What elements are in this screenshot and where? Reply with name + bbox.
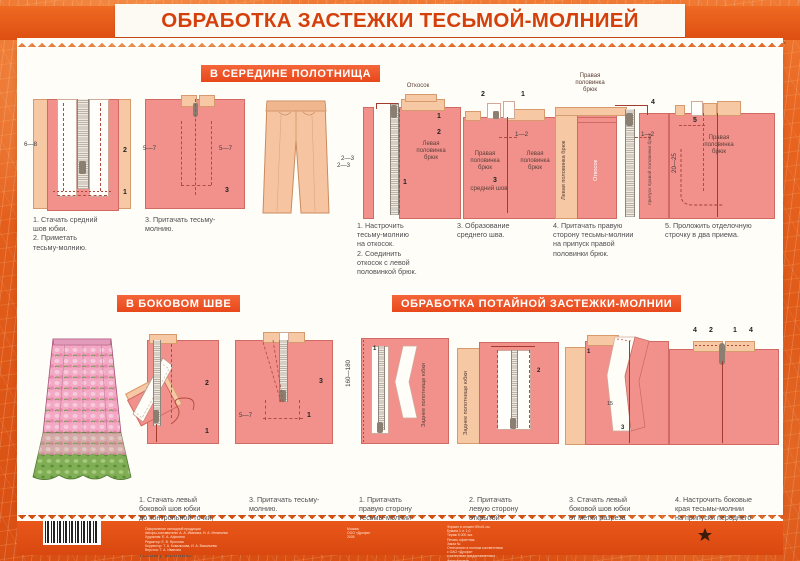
callout-2: 2 — [437, 129, 441, 136]
colophon-credits: Оформление наглядной продукции Авторы-со… — [145, 527, 228, 553]
callout-1: 1 — [437, 113, 441, 120]
callout-2: 2 — [205, 380, 209, 387]
dimension-1-2: 1—2 — [515, 131, 529, 138]
label-left-trouser-half: Левая половинка брюк — [416, 141, 446, 161]
trousers-illustration — [262, 100, 330, 214]
colophon-print-info: Формат в сложен 59х41 см. Бумага 1 л. 1,… — [447, 525, 503, 561]
colophon-bar: Оформление наглядной продукции Авторы-со… — [17, 519, 783, 561]
label-left-trouser-half: Левая половинка брюк — [561, 140, 567, 200]
section-header-side-seam: В БОКОВОМ ШВЕ — [117, 295, 241, 312]
label-back-skirt-panel: Заднее полотнище юбки — [421, 363, 427, 427]
callout-1: 1 — [587, 349, 591, 355]
figure-side-1: 2 1 — [125, 332, 219, 444]
callout-3: 3 — [319, 378, 323, 385]
callout-3: 3 — [225, 187, 229, 194]
callout-4-right: 4 — [749, 327, 753, 334]
dimension-5-7-left: 5—7 — [143, 145, 157, 152]
dimension-2-3: 2—3 — [341, 155, 355, 162]
callout-4: 4 — [651, 99, 655, 106]
label-back-skirt-panel: Заднее полотнище юбки — [463, 371, 469, 435]
section-header-middle-panel: В СЕРЕДИНЕ ПОЛОТНИЩА — [201, 65, 381, 82]
callout-2: 2 — [537, 368, 541, 374]
dimension-20-25: 20—25 — [671, 153, 678, 173]
label-otkosok: Откосок — [406, 83, 430, 89]
topstitch-curve — [680, 149, 723, 206]
callout-5: 5 — [693, 117, 697, 124]
section-header-hidden-zip: ОБРАБОТКА ПОТАЙНОЙ ЗАСТЕЖКИ-МОЛНИИ — [392, 295, 682, 312]
caption-middle-5: 3. Образование среднего шва. — [457, 221, 510, 240]
sheet-zigzag-bottom — [17, 515, 783, 524]
callout-1: 1 — [521, 91, 525, 98]
callout-2: 2 — [481, 91, 485, 98]
caption-middle-2: 3. Притачать тесьму- молнию. — [145, 215, 216, 234]
callout-1: 1 — [307, 412, 311, 419]
content-sheet: В СЕРЕДИНЕ ПОЛОТНИЩА 6—8 2 1 1. Стачать … — [17, 38, 783, 559]
dimension-6-8: 6—8 — [24, 141, 38, 148]
dimension-5-7: 5—7 — [239, 412, 253, 419]
label-otkosok: Откосок — [593, 160, 599, 182]
dimension-15: 15 — [607, 401, 613, 407]
callout-3: 3 — [621, 425, 625, 431]
caption-middle-6: 4. Притачать правую сторону тесьмы-молни… — [553, 221, 634, 258]
label-left-trouser-half: Левая половинка брюк — [520, 151, 550, 171]
callout-1: 1 — [733, 327, 737, 334]
figure-side-2: 5—7 1 3 — [235, 332, 333, 444]
fold-lines — [262, 340, 284, 403]
caption-middle-1: 1. Стачать средний шов юбки. 2. Приметат… — [33, 215, 98, 252]
figure-middle-7: Правая половинка брюк 20—25 5 — [669, 87, 775, 219]
callout-1: 1 — [373, 346, 377, 352]
caption-middle-7: 5. Проложить отделочную строчку в два пр… — [665, 221, 752, 240]
callout-3: 3 — [493, 177, 497, 184]
colophon-publisher: Москва ООО «Дрофа» 2005 — [347, 527, 371, 540]
dimension-1-2: 1—2 — [641, 131, 655, 138]
caption-side-2: 3. Притачать тесьму- молнию. — [249, 495, 320, 514]
label-right-half-allowance: припуск правой половинки брюк — [648, 133, 653, 205]
figure-middle-1: 6—8 2 1 — [24, 99, 131, 211]
skirt-illustration — [32, 338, 132, 480]
zipper-tape-curve — [394, 345, 418, 419]
figure-hidden-4: 4 2 1 4 — [669, 327, 779, 445]
caption-middle-4: 1. Настрочить тесьму-молнию на откосок. … — [357, 221, 417, 277]
figure-trousers — [257, 95, 335, 217]
figure-middle-6: Левая половинка брюк Откосок припуск пра… — [555, 73, 669, 219]
figure-hidden-3: 15 1 3 — [565, 329, 669, 445]
callout-1: 1 — [123, 189, 127, 196]
label-right-trouser-half: Правая половинка брюк — [704, 135, 734, 155]
callout-1-lower: 1 — [403, 179, 407, 186]
callout-2: 2 — [709, 327, 713, 334]
barcode — [43, 519, 101, 545]
callout-2: 2 — [123, 147, 127, 154]
figure-middle-2: 5—7 5—7 3 — [143, 95, 245, 209]
dimension-5-7-right: 5—7 — [219, 145, 233, 152]
label-middle-seam: средний шов — [470, 185, 508, 192]
figure-skirt — [27, 325, 139, 485]
publisher-logo-icon — [698, 528, 712, 541]
figure-hidden-2: Заднее полотнище юбки 2 — [457, 332, 559, 444]
zip-fold-shapes — [606, 336, 650, 432]
figure-middle-5: Правая половинка брюк Левая половинка бр… — [463, 91, 561, 219]
label-right-trouser-half: Правая половинка брюк — [470, 151, 500, 171]
figure-hidden-1: Заднее полотнище юбки 160—180 1 — [345, 332, 449, 444]
sheet-zigzag-top — [17, 38, 783, 47]
label-right-trouser-half: Правая половинка брюк — [575, 73, 605, 93]
basting-thread — [170, 397, 195, 425]
figure-middle-4: Откосок Левая половинка брюк 1 2 1 2—3 — [341, 83, 461, 219]
callout-4-left: 4 — [693, 327, 697, 334]
dimension-2-3-trousers: 2—3 — [337, 162, 351, 169]
callout-1: 1 — [205, 428, 209, 435]
title-plate: ОБРАБОТКА ЗАСТЕЖКИ ТЕСЬМОЙ-МОЛНИЕЙ — [115, 4, 685, 37]
dimension-160-180: 160—180 — [345, 360, 352, 387]
page-title: ОБРАБОТКА ЗАСТЕЖКИ ТЕСЬМОЙ-МОЛНИЕЙ — [161, 8, 639, 32]
